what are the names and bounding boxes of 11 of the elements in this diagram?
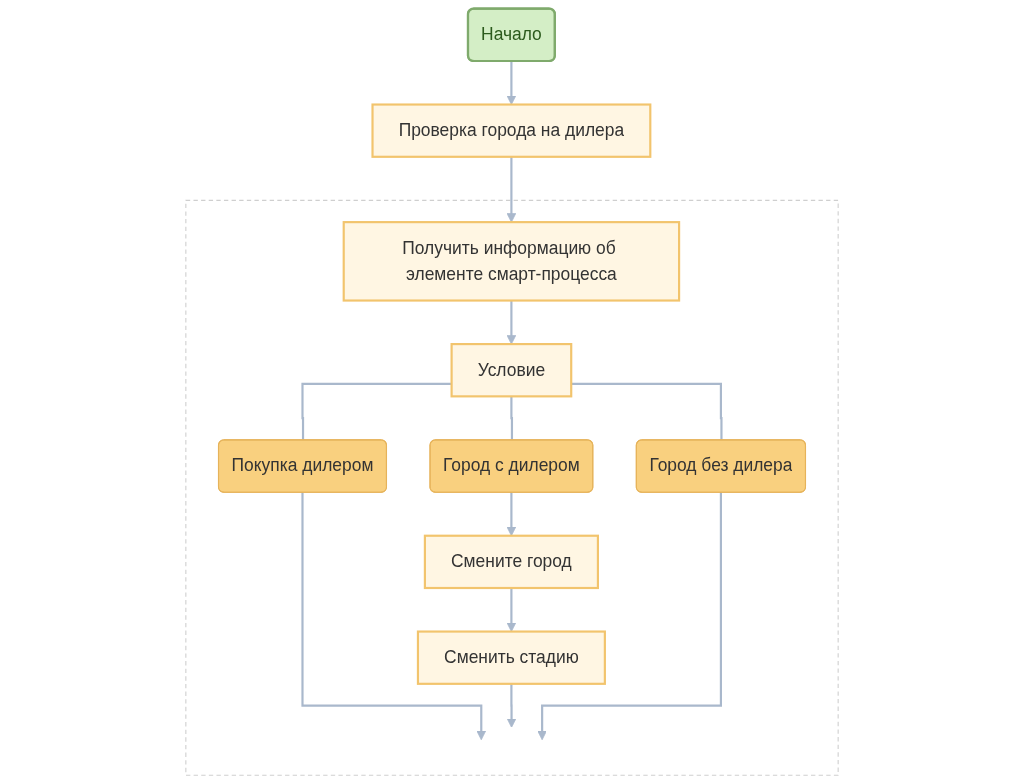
connector	[571, 382, 723, 441]
arrow	[506, 60, 517, 105]
node-box: Смените город	[423, 534, 599, 590]
node-box: Сменить стадию	[416, 630, 606, 685]
node-box: Проверка города на дилера	[371, 103, 652, 158]
cluster	[185, 199, 839, 776]
connector	[301, 382, 452, 441]
node-box: Получить информацию об элементе смарт-процесса	[342, 221, 681, 302]
node-box: Условие	[450, 343, 573, 398]
arrow	[301, 491, 487, 741]
arrow	[537, 491, 723, 741]
